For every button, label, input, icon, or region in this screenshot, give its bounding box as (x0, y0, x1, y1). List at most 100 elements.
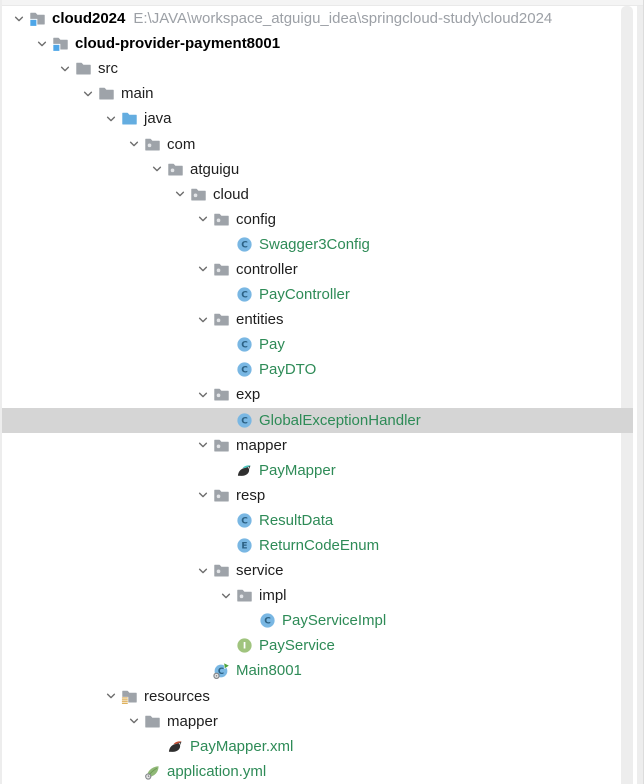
tree-item-java[interactable]: java (0, 106, 636, 131)
tree-item-entities[interactable]: entities (0, 307, 636, 332)
tree-item-exp[interactable]: exp (0, 382, 636, 407)
chevron-down-icon[interactable] (169, 182, 190, 207)
chevron-spacer (215, 232, 236, 257)
tree-item-config[interactable]: config (0, 207, 636, 232)
tree-item-label: PayMapper (259, 461, 336, 479)
svg-text:C: C (241, 241, 248, 251)
chevron-down-icon[interactable] (192, 558, 213, 583)
tree-item-label: controller (236, 260, 298, 278)
tree-item-paycontroller[interactable]: C PayController (0, 282, 636, 307)
window-left-edge (0, 0, 2, 784)
tree-item-cloud[interactable]: cloud (0, 182, 636, 207)
tree-item-main[interactable]: main (0, 81, 636, 106)
tree-item-mapper[interactable]: mapper (0, 709, 636, 734)
tree-item-label: PayDTO (259, 361, 317, 379)
tree-item-label: PayMapper.xml (190, 737, 294, 755)
enum-icon: E (236, 537, 253, 554)
tree-item-paydto[interactable]: C PayDTO (0, 357, 636, 382)
class-icon: C (236, 336, 253, 353)
svg-text:C: C (241, 291, 248, 301)
panel-splitter[interactable] (635, 6, 643, 784)
tree-item-paymapper[interactable]: PayMapper (0, 458, 636, 483)
class-icon: C (259, 612, 276, 629)
tree-item-label: impl (259, 587, 287, 605)
tree-item-globalexceptionhandler[interactable]: C GlobalExceptionHandler (0, 407, 636, 433)
chevron-spacer (215, 458, 236, 483)
project-tree: cloud2024 E:\JAVA\workspace_atguigu_idea\… (0, 6, 636, 784)
tree-item-label: Main8001 (236, 662, 302, 680)
tree-item-label: entities (236, 311, 284, 329)
chevron-down-icon[interactable] (100, 684, 121, 709)
tree-item-controller[interactable]: controller (0, 257, 636, 282)
chevron-down-icon[interactable] (8, 6, 29, 31)
chevron-down-icon[interactable] (192, 433, 213, 458)
svg-text:I: I (243, 642, 246, 652)
tree-item-resources[interactable]: resources (0, 684, 636, 709)
class-icon: C (236, 361, 253, 378)
scrollbar-track[interactable] (621, 6, 633, 784)
tree-item-label: Swagger3Config (259, 235, 370, 253)
project-path: E:\JAVA\workspace_atguigu_idea\springclo… (133, 10, 553, 28)
chevron-down-icon[interactable] (31, 31, 52, 56)
tree-item-cloud-provider-payment8001[interactable]: cloud-provider-payment8001 (0, 31, 636, 56)
tree-item-resp[interactable]: resp (0, 483, 636, 508)
tree-item-cloud2024[interactable]: cloud2024 E:\JAVA\workspace_atguigu_idea\… (0, 6, 636, 31)
chevron-spacer (215, 282, 236, 307)
chevron-down-icon[interactable] (123, 709, 144, 734)
chevron-spacer (123, 759, 144, 784)
folder-icon (98, 85, 115, 102)
package-icon (236, 587, 253, 604)
tree-item-service[interactable]: service (0, 558, 636, 583)
svg-text:E: E (241, 542, 247, 552)
tree-item-label: exp (236, 386, 261, 404)
tree-item-main8001[interactable]: C Main8001 (0, 658, 636, 683)
chevron-down-icon[interactable] (192, 207, 213, 232)
chevron-down-icon[interactable] (215, 583, 236, 608)
class-icon: C (236, 236, 253, 253)
tree-item-src[interactable]: src (0, 56, 636, 81)
tree-item-swagger3config[interactable]: C Swagger3Config (0, 232, 636, 257)
tree-item-atguigu[interactable]: atguigu (0, 157, 636, 182)
tree-item-label: resources (144, 687, 210, 705)
chevron-down-icon[interactable] (146, 157, 167, 182)
svg-text:C: C (241, 341, 248, 351)
project-folder-icon (52, 35, 69, 52)
spring-yml-icon (144, 763, 161, 780)
tree-item-paymapper-xml[interactable]: PayMapper.xml (0, 734, 636, 759)
tree-item-impl[interactable]: impl (0, 583, 636, 608)
tree-item-mapper[interactable]: mapper (0, 433, 636, 458)
tree-item-pay[interactable]: C Pay (0, 332, 636, 357)
svg-text:C: C (241, 416, 248, 426)
chevron-down-icon[interactable] (192, 483, 213, 508)
chevron-down-icon[interactable] (100, 106, 121, 131)
main-class-icon: C (213, 662, 230, 680)
chevron-down-icon[interactable] (192, 382, 213, 407)
tree-item-label: mapper (167, 712, 218, 730)
tree-item-label: cloud2024 (52, 10, 126, 28)
tree-item-label: PayController (259, 286, 350, 304)
package-icon (213, 386, 230, 403)
chevron-down-icon[interactable] (192, 307, 213, 332)
chevron-down-icon[interactable] (123, 132, 144, 157)
chevron-down-icon[interactable] (192, 257, 213, 282)
package-icon (213, 437, 230, 454)
chevron-down-icon[interactable] (54, 56, 75, 81)
tree-item-label: GlobalExceptionHandler (259, 411, 421, 429)
chevron-down-icon[interactable] (77, 81, 98, 106)
tree-item-label: atguigu (190, 160, 240, 178)
package-icon (167, 161, 184, 178)
tree-item-application-yml[interactable]: application.yml (0, 759, 636, 784)
tree-item-label: service (236, 562, 284, 580)
tree-item-label: cloud-provider-payment8001 (75, 35, 281, 53)
chevron-spacer (238, 608, 259, 633)
tree-item-com[interactable]: com (0, 131, 636, 156)
svg-text:C: C (241, 517, 248, 527)
package-icon (213, 562, 230, 579)
package-icon (213, 261, 230, 278)
tree-item-label: Pay (259, 336, 285, 354)
mybatis-mapper-icon (236, 462, 253, 479)
